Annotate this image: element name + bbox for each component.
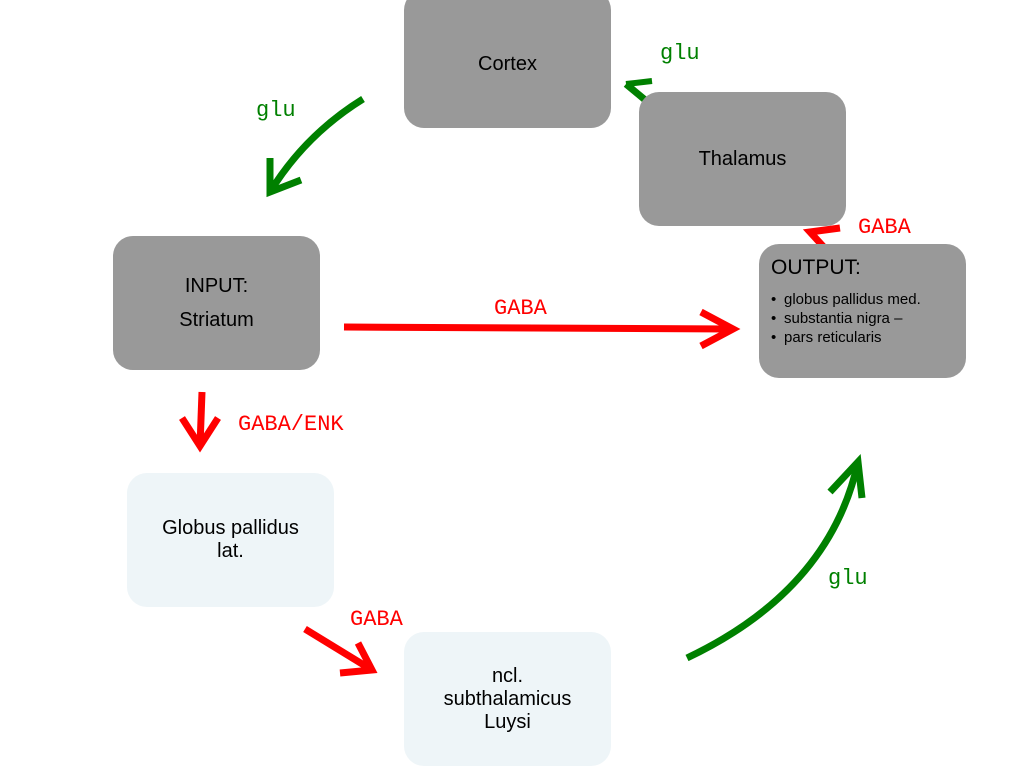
- node-stn-line1: ncl.: [491, 664, 524, 687]
- node-striatum: INPUT: Striatum: [113, 236, 320, 370]
- arrow-gp-to-stn: [303, 626, 374, 673]
- arrow-striatum-to-gp: [196, 391, 206, 447]
- node-thalamus: Thalamus: [639, 92, 846, 226]
- arrowhead-stn-to-output: [827, 454, 866, 499]
- node-striatum-line2: Striatum: [179, 309, 254, 331]
- node-stn-line2: subthalamicus: [443, 687, 572, 710]
- node-globus-pallidus-lat: Globus pallidus lat.: [127, 473, 334, 607]
- node-gp-line1: Globus pallidus: [162, 517, 299, 539]
- edge-label-output-thalamus: GABA: [858, 215, 911, 240]
- arrowhead-striatum-to-gp: [179, 416, 221, 453]
- edge-label-stn-output: glu: [828, 566, 868, 591]
- node-ncl-subthalamicus: ncl. subthalamicus Luysi: [404, 632, 611, 766]
- node-output-list: globus pallidus med. substantia nigra – …: [771, 290, 921, 347]
- node-cortex-label: Cortex: [478, 52, 537, 75]
- node-output-item: globus pallidus med.: [771, 290, 921, 309]
- arrowhead-cortex-to-striatum: [266, 158, 303, 198]
- node-thalamus-label: Thalamus: [698, 147, 787, 170]
- edge-label-striatum-output: GABA: [494, 296, 547, 321]
- node-gp-line2: lat.: [217, 540, 244, 562]
- node-cortex: Cortex: [404, 0, 611, 128]
- node-striatum-line1: INPUT:: [184, 275, 249, 297]
- arrow-stn-to-output: [685, 461, 862, 662]
- arrowhead-gp-to-stn: [339, 641, 378, 677]
- arrow-cortex-to-striatum: [267, 96, 365, 194]
- node-output-item-text: pars reticularis: [784, 329, 882, 347]
- node-stn-line3: Luysi: [484, 710, 531, 733]
- arrow-striatum-to-output: [343, 323, 732, 333]
- edge-label-striatum-gp: GABA/ENK: [238, 412, 344, 437]
- edge-label-thalamus-cortex: glu: [660, 41, 700, 66]
- edge-label-gp-stn: GABA: [350, 607, 403, 632]
- node-output-title: OUTPUT:: [771, 256, 861, 279]
- node-output-item-continuation: pars reticularis: [771, 328, 921, 347]
- node-output: OUTPUT: globus pallidus med. substantia …: [759, 244, 966, 378]
- node-output-item: substantia nigra –: [771, 309, 921, 328]
- arrowhead-thalamus-to-cortex: [625, 78, 653, 87]
- arrowhead-striatum-to-output: [699, 308, 741, 350]
- edge-label-cortex-striatum: glu: [256, 98, 296, 123]
